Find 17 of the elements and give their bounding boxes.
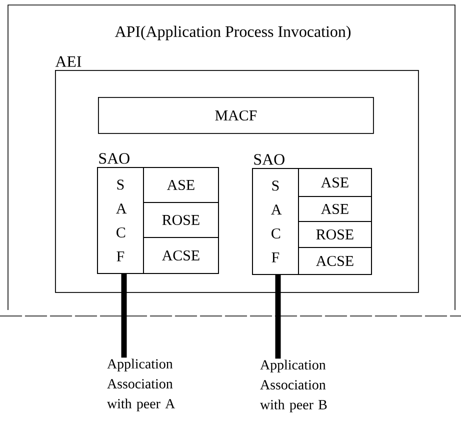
control-function-box: S A C F [97,167,144,274]
node-label: SAO [99,153,130,164]
connection-bar [275,274,281,359]
node-label: SAO [254,154,284,165]
node-label: AEI [55,56,82,67]
element-box: ASE [298,168,372,197]
control-function-box: S A C F [252,168,299,275]
element-box: MACF [98,97,374,134]
element-box: ASE [143,167,219,203]
element-box: ASE [298,196,372,222]
element-box: ACSE [143,237,219,274]
element-box: ROSE [143,202,219,238]
association-text: Application Association with peer A [107,358,176,412]
element-box: ACSE [298,247,372,275]
association-text: Application Association with peer B [260,360,327,412]
connection-bar [121,274,127,358]
element-box: ROSE [298,221,372,248]
